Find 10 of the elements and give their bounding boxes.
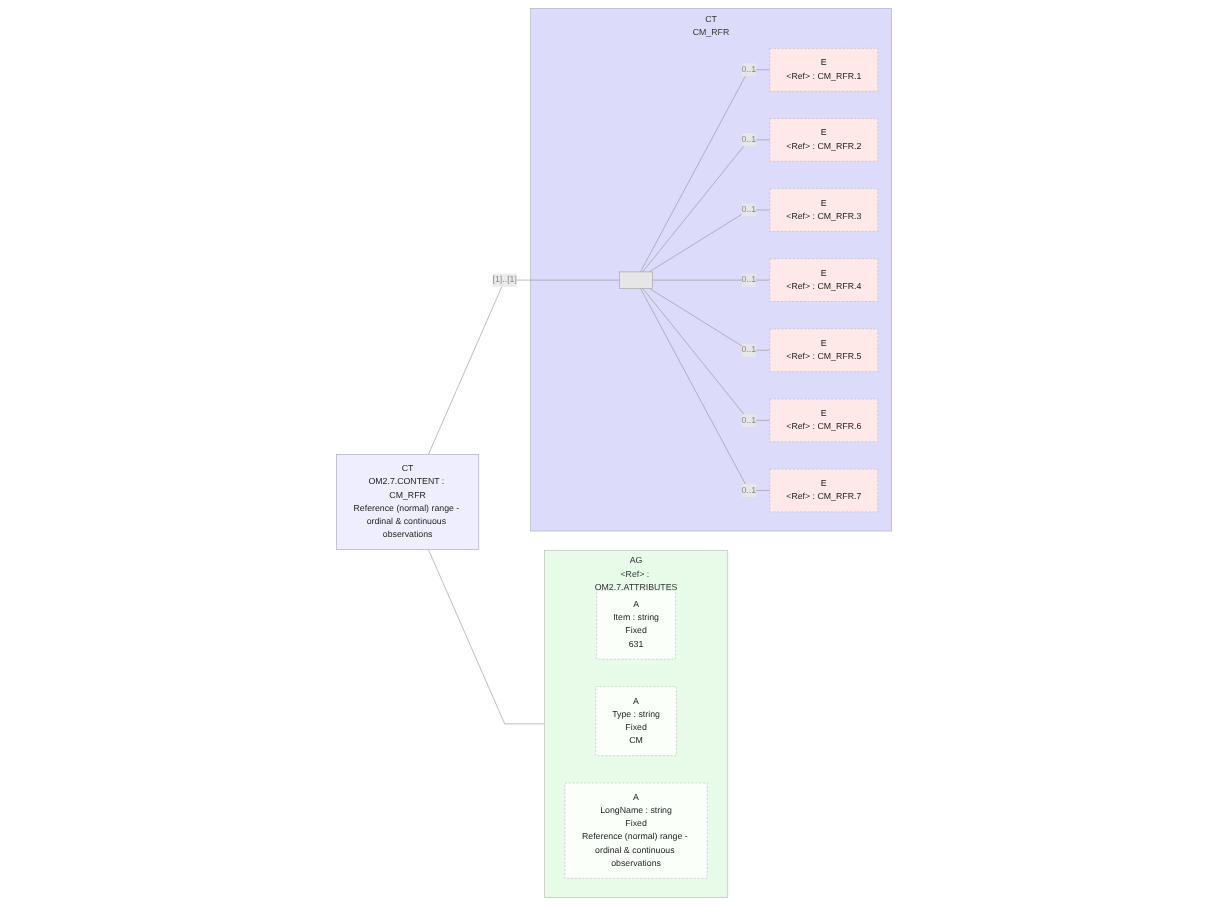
connector (640, 69, 771, 273)
connector (652, 279, 771, 281)
connector (642, 139, 771, 273)
connector (642, 288, 771, 421)
node-bar (619, 271, 653, 289)
connector (649, 288, 771, 351)
connector (649, 209, 771, 273)
connector (428, 279, 620, 455)
connector (640, 288, 771, 491)
connector (428, 549, 545, 725)
